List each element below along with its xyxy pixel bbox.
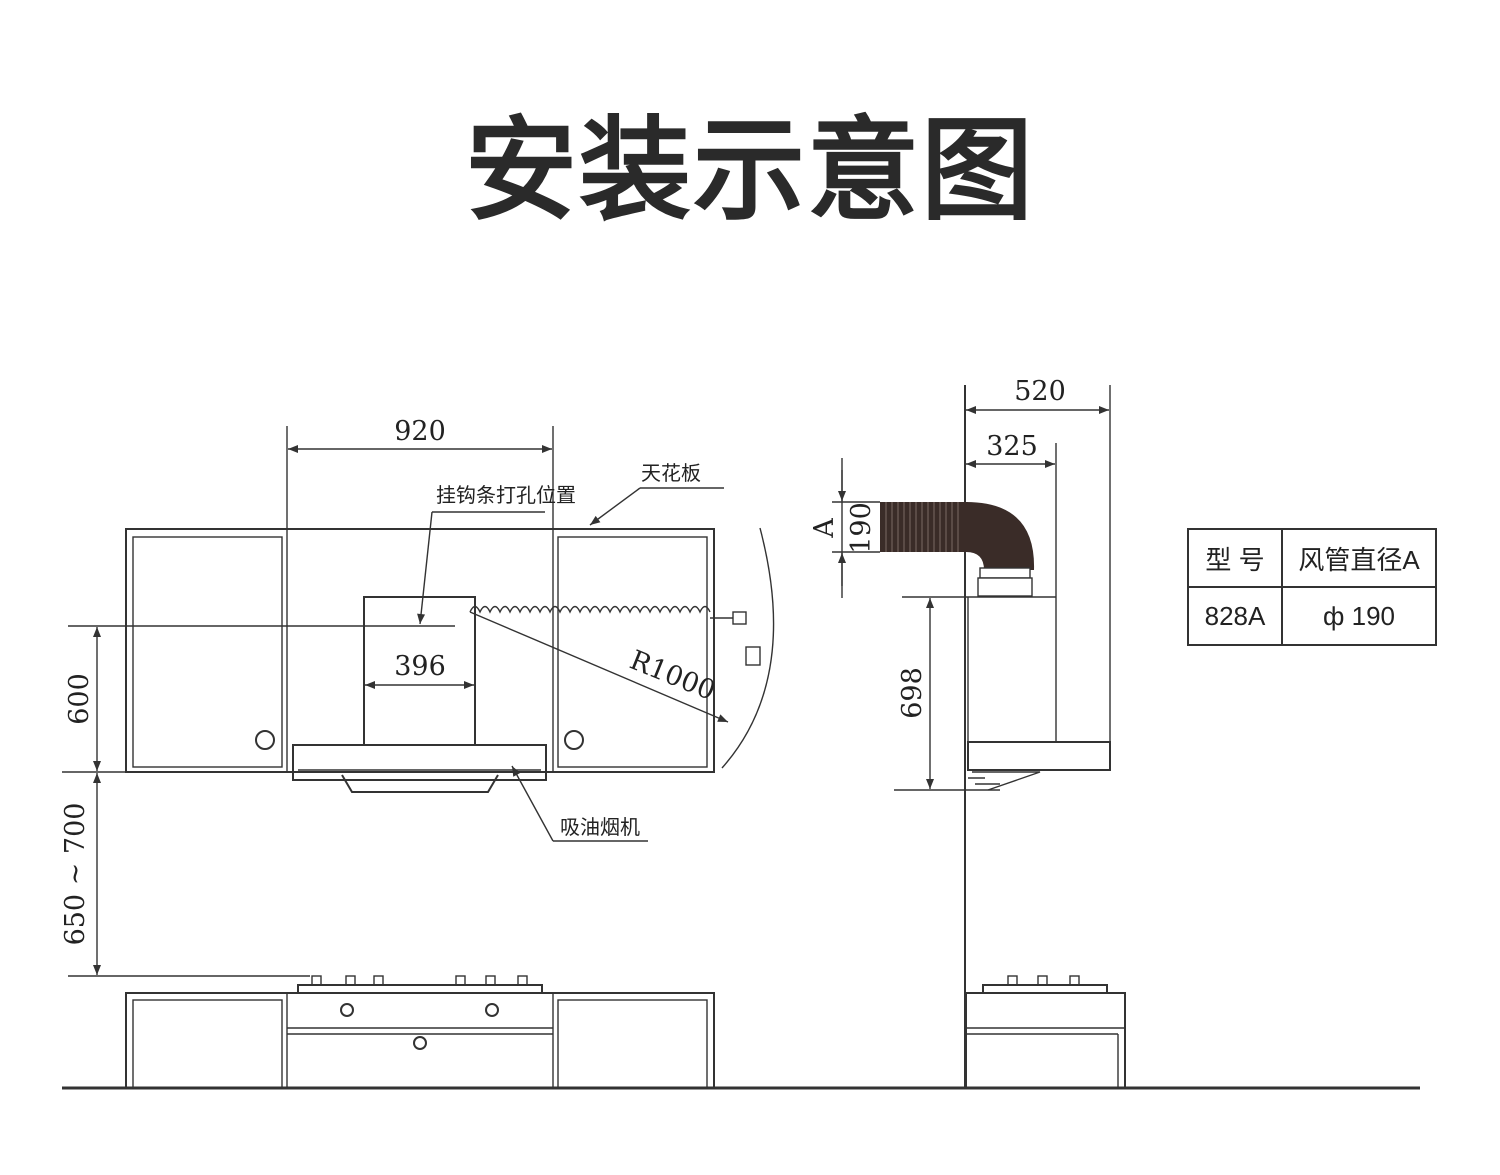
header-duct-diameter: 风管直径A xyxy=(1281,528,1437,588)
gas-stove-front xyxy=(297,975,543,1017)
lower-cabinet xyxy=(125,992,715,1089)
cabinet-knob-right xyxy=(564,730,584,750)
dim-side-depth-total: 520 xyxy=(1014,376,1066,407)
side-view: 520 325 A 190 xyxy=(809,376,1126,1089)
range-hood-side xyxy=(902,596,1111,791)
stove-knob-right xyxy=(485,1003,499,1017)
dim-hood-to-stove: 650 ~ 700 xyxy=(60,803,91,946)
dim-hood-width: 396 xyxy=(394,651,446,682)
label-range-hood: 吸油烟机 xyxy=(560,815,640,839)
socket-icon xyxy=(745,646,761,666)
header-model: 型 号 xyxy=(1187,528,1283,588)
page-title: 安装示意图 xyxy=(465,106,1035,236)
dim-duct-label: A xyxy=(809,518,840,539)
radius-label: R1000 xyxy=(625,645,719,707)
lower-cabinet-side xyxy=(965,975,1126,1089)
dim-side-height: 698 xyxy=(897,667,928,719)
cell-duct-diameter: ф 190 xyxy=(1281,586,1437,646)
cabinet-knob-left xyxy=(255,730,275,750)
cell-model: 828A xyxy=(1187,586,1283,646)
radius-arc xyxy=(721,527,775,769)
plug-icon xyxy=(732,611,747,625)
dim-hood-to-cabinet: 600 xyxy=(64,673,95,725)
dim-duct-diameter: 190 xyxy=(846,502,877,554)
label-ceiling: 天花板 xyxy=(641,461,701,485)
upper-cabinet xyxy=(125,528,715,773)
dim-cabinet-span: 920 xyxy=(394,416,446,447)
stove-knob-left xyxy=(340,1003,354,1017)
table-row: 828A ф 190 xyxy=(1187,586,1437,646)
label-hanging-hole: 挂钩条打孔位置 xyxy=(436,483,576,507)
range-hood-front xyxy=(292,596,547,793)
spec-table-header: 型 号 风管直径A xyxy=(1187,528,1437,588)
dim-side-depth-hood: 325 xyxy=(986,431,1038,462)
power-cord xyxy=(469,605,761,666)
front-view: R1000 920 396 600 650 ~ 700 挂钩条打孔位置 天花板 … xyxy=(60,416,775,1089)
exhaust-duct xyxy=(880,502,1035,597)
radius-line xyxy=(469,611,729,723)
spec-table: 型 号 风管直径A 828A ф 190 xyxy=(1187,528,1437,646)
